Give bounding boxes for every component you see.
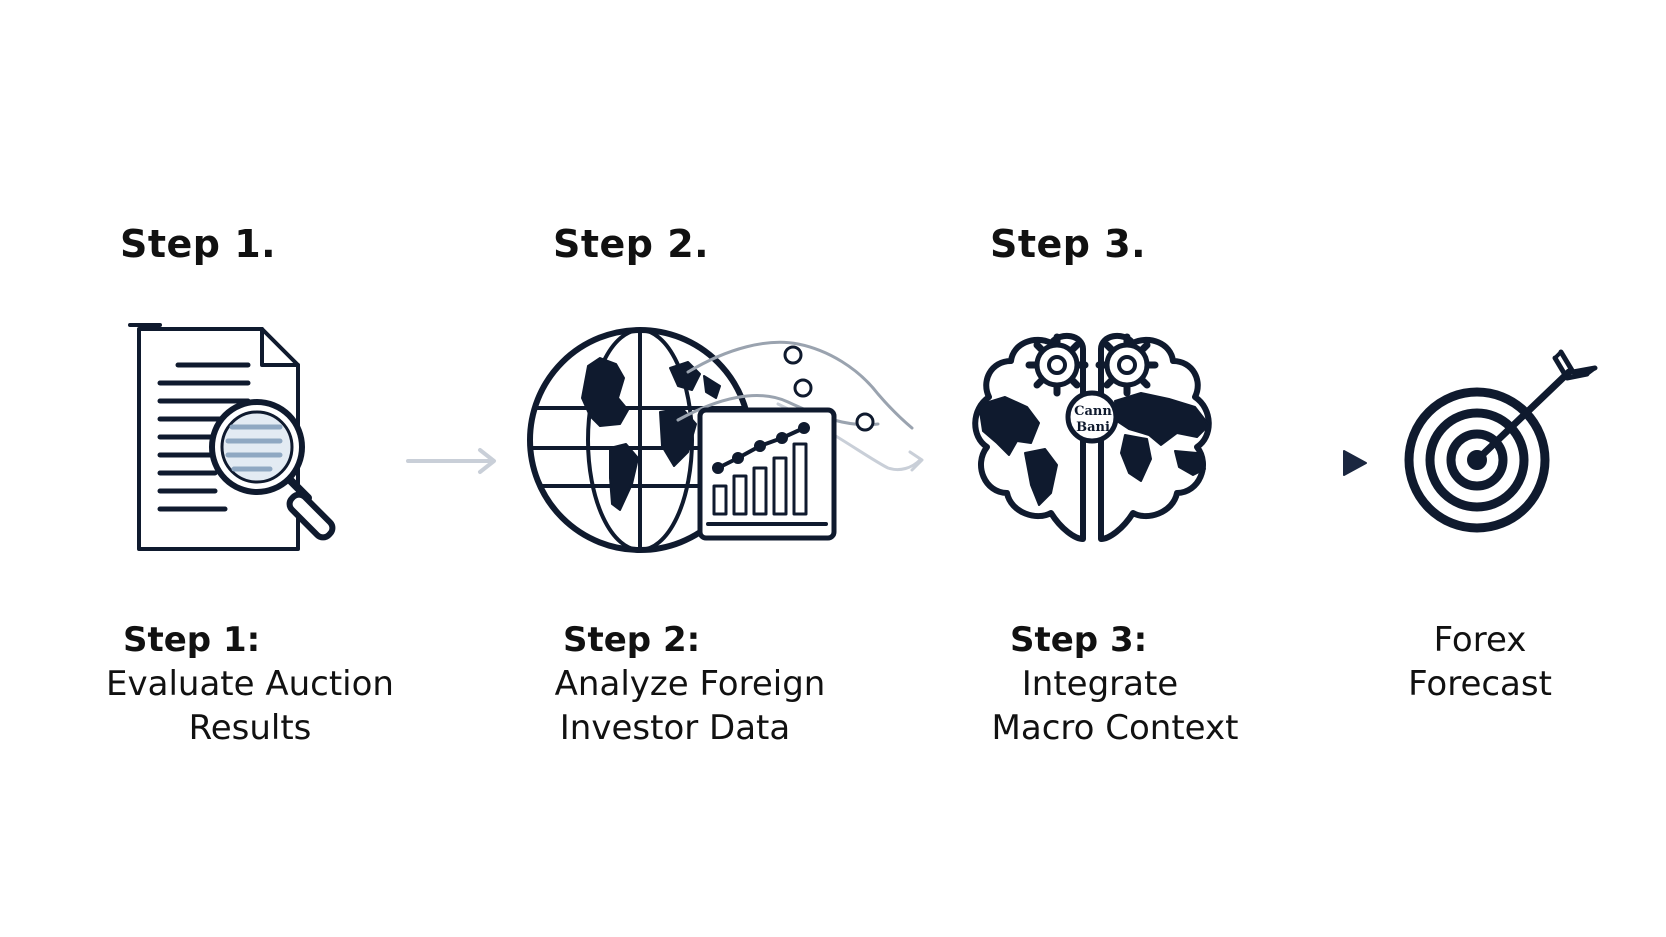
flow-arrow-3 <box>1272 446 1370 480</box>
step-1-description: Evaluate Auction Results <box>85 662 415 750</box>
document-magnifier-icon <box>128 323 380 555</box>
step-2-line-1: Analyze Foreign <box>554 664 826 704</box>
brain-badge-text-line-2: Bani <box>1076 420 1110 435</box>
step-1-line-1: Evaluate Auction <box>106 664 394 704</box>
step-2-label: Step 2: <box>563 620 701 660</box>
step-1-heading: Step 1. <box>120 222 277 266</box>
step-1-caption: Step 1: Evaluate Auction Results <box>85 618 415 750</box>
globe-chart-icon <box>527 327 948 558</box>
step-1-line-2: Results <box>188 708 312 748</box>
step-2-line-2: Investor Data <box>559 708 791 748</box>
step-2-caption: Step 2: Analyze Foreign Investor Data <box>525 618 855 750</box>
step-3-line-1: Integrate <box>1021 664 1179 704</box>
step-3-caption: Step 3: Integrate Macro Context <box>960 618 1270 750</box>
step-2-description: Analyze Foreign Investor Data <box>525 662 855 750</box>
brain-world-map-icon <box>965 325 1235 555</box>
step-3-label: Step 3: <box>1010 620 1148 660</box>
forecast-line-2: Forecast <box>1408 664 1552 704</box>
forecast-caption: Forex Forecast <box>1380 618 1580 706</box>
forecast-line-1: Forex <box>1433 620 1527 660</box>
step-3-line-2: Macro Context <box>991 708 1239 748</box>
flow-arrow-1 <box>406 446 500 476</box>
step-2-heading: Step 2. <box>553 222 710 266</box>
brain-badge-text-line-1: Cann <box>1074 404 1112 419</box>
step-3-heading: Step 3. <box>990 222 1147 266</box>
step-1-label: Step 1: <box>123 620 261 660</box>
target-arrow-icon <box>1404 348 1605 538</box>
forecast-description: Forex Forecast <box>1380 618 1580 706</box>
step-3-description: Integrate Macro Context <box>960 662 1270 750</box>
